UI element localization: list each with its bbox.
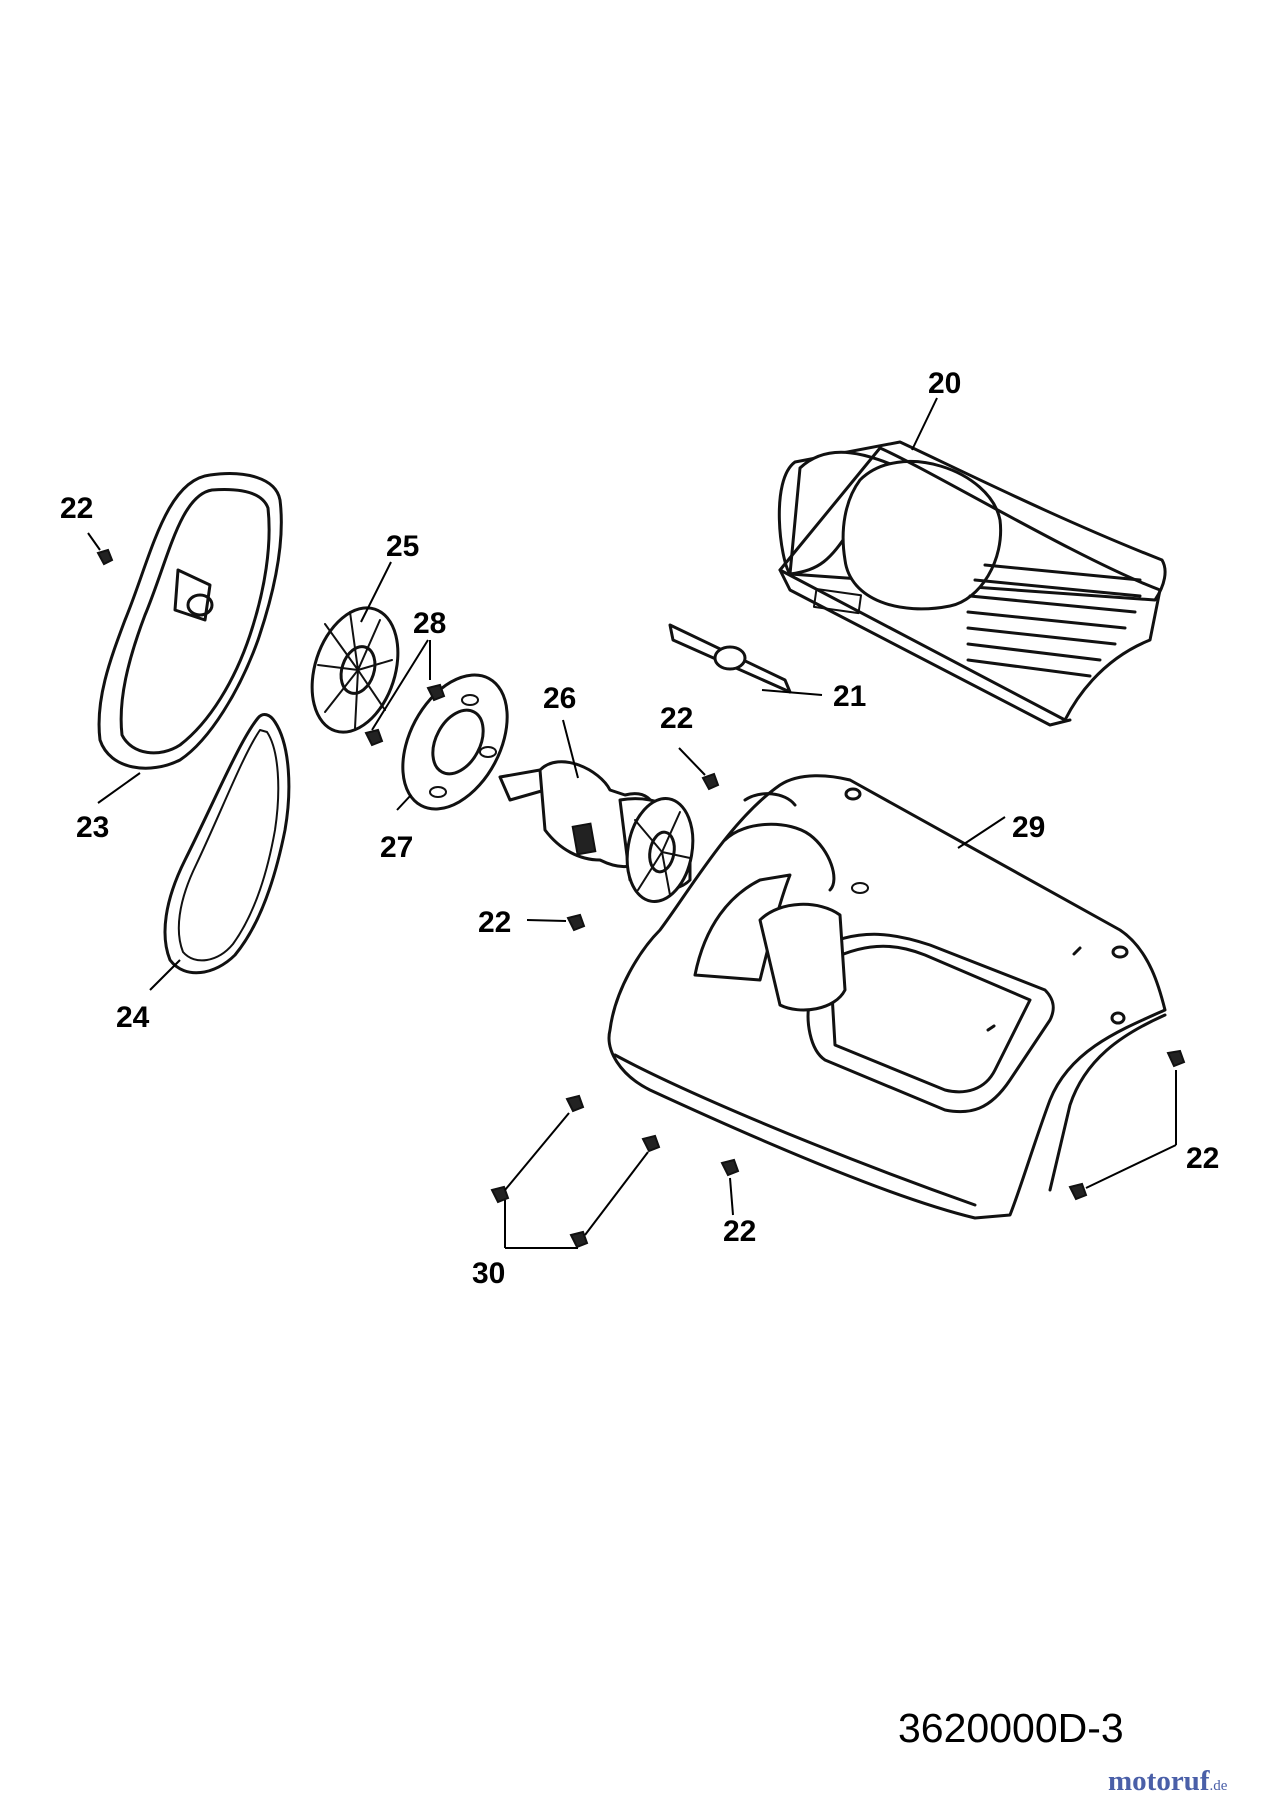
part-29-housing <box>607 774 1167 1220</box>
screw-22-f <box>720 1158 740 1177</box>
screw-22-b <box>701 772 720 791</box>
callout-22-d: 22 <box>1186 1142 1219 1175</box>
callout-28: 28 <box>413 607 446 640</box>
part-23-belt-cover <box>97 472 283 770</box>
screw-30-d <box>569 1230 589 1249</box>
watermark-logo: motoruf.de <box>1108 1765 1227 1798</box>
screw-22-d <box>1166 1049 1186 1068</box>
screw-28-b <box>364 728 384 747</box>
callout-22-c: 22 <box>478 906 511 939</box>
callout-25: 25 <box>386 530 419 563</box>
screw-30-a <box>565 1094 585 1113</box>
leader-lines <box>87 397 1177 1249</box>
part-24-drive-belt <box>163 713 291 975</box>
screw-30-b <box>641 1134 661 1153</box>
part-21-badge <box>668 623 792 694</box>
part-26-motor <box>498 760 695 904</box>
callout-24: 24 <box>116 1001 150 1034</box>
callout-22-b: 22 <box>660 702 693 735</box>
callout-26: 26 <box>543 682 576 715</box>
screw-30-c <box>490 1185 510 1204</box>
part-20-cover <box>777 440 1167 727</box>
callout-23: 23 <box>76 811 109 844</box>
callout-22-e: 22 <box>723 1215 756 1248</box>
screw-22-a <box>96 548 114 566</box>
screw-28-a <box>426 683 446 702</box>
callout-27: 27 <box>380 831 413 864</box>
callout-30: 30 <box>472 1257 505 1290</box>
callout-22-a: 22 <box>60 492 93 525</box>
part-27-flange-plate <box>401 673 509 811</box>
callout-labels: 20 21 22 23 24 25 26 27 28 29 22 22 22 2… <box>60 367 1219 1290</box>
watermark-brand: motoruf <box>1108 1765 1210 1797</box>
part-25-fan-wheel <box>310 606 400 734</box>
callout-20: 20 <box>928 367 961 400</box>
screw-22-c <box>566 913 586 932</box>
callout-29: 29 <box>1012 811 1045 844</box>
watermark-suffix: .de <box>1209 1778 1228 1794</box>
callout-21: 21 <box>833 680 866 713</box>
diagram-code: 3620000D-3 <box>898 1705 1124 1751</box>
screw-22-e <box>1068 1182 1088 1201</box>
